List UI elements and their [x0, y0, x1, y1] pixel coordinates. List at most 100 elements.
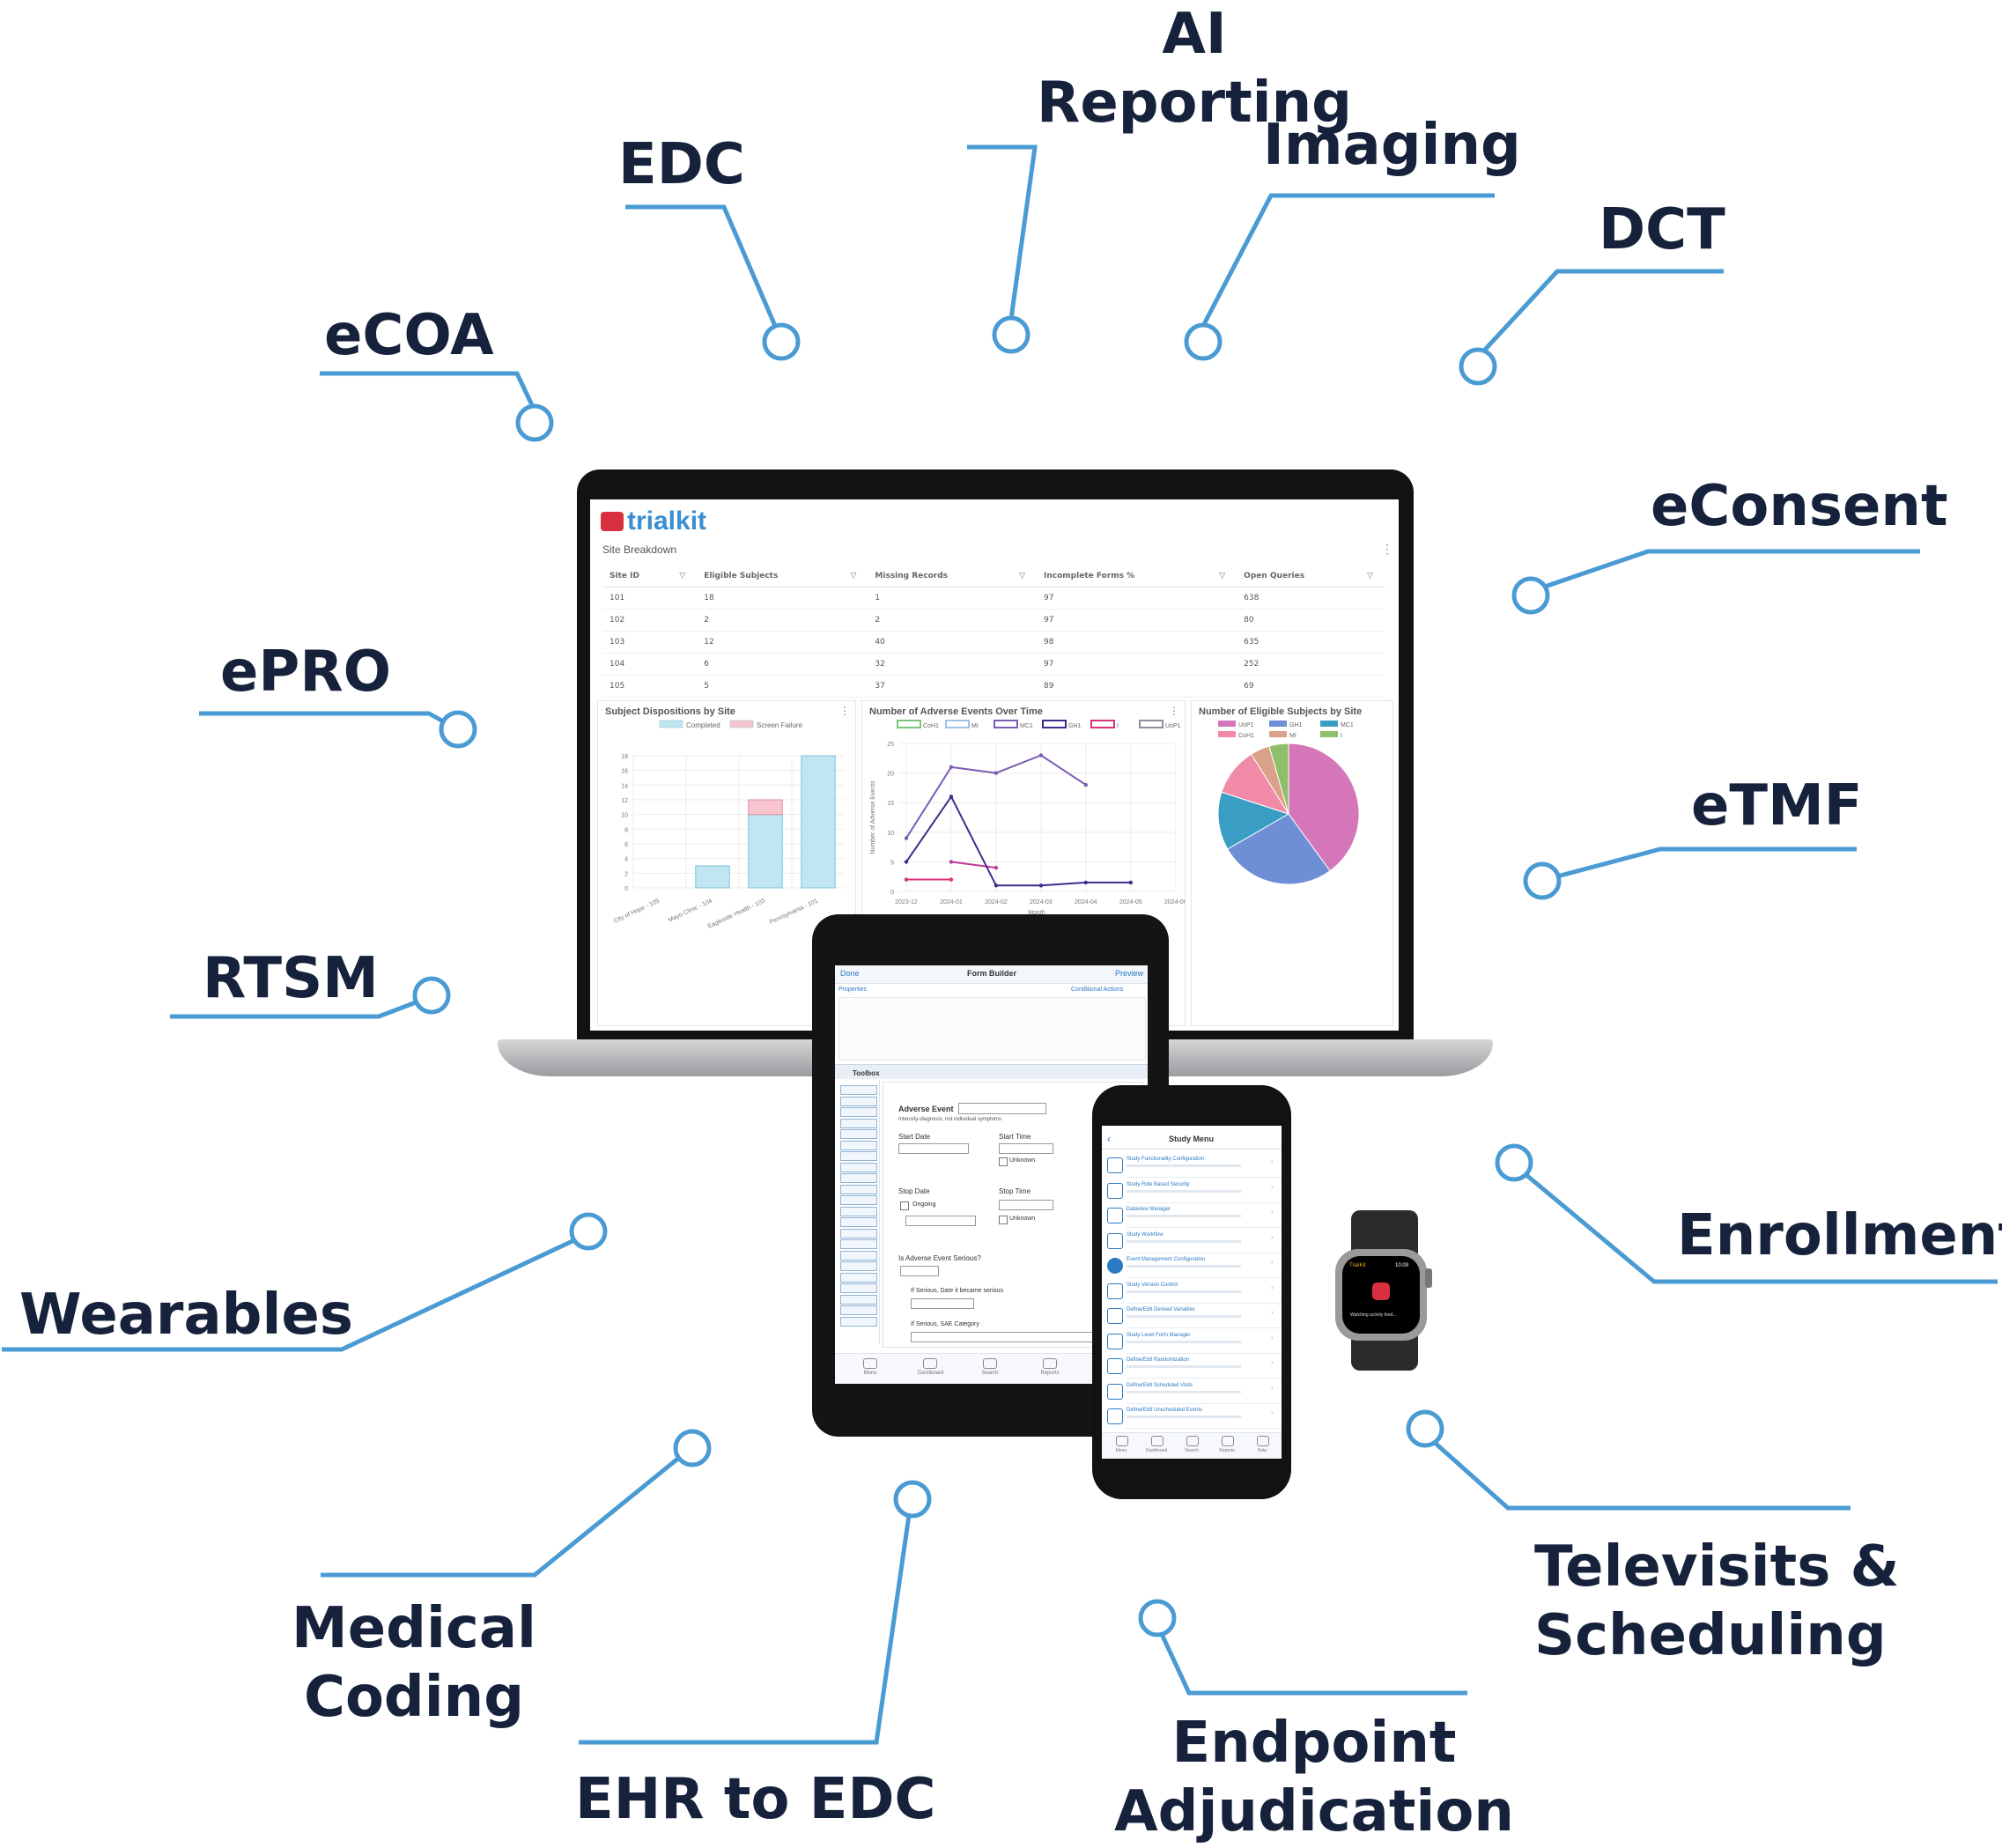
table-cell: 89: [1037, 675, 1237, 698]
chevron-right-icon[interactable]: ›: [1271, 1258, 1274, 1266]
serious-date-input[interactable]: [911, 1298, 974, 1309]
menu-item-icon: [1107, 1333, 1123, 1349]
toolbox-item[interactable]: [840, 1096, 877, 1106]
menu-item-5[interactable]: Study Version Control: [1127, 1282, 1178, 1288]
filter-icon[interactable]: ▽: [679, 572, 686, 580]
column-header[interactable]: Missing Records▽: [868, 565, 1038, 588]
stop-date-input[interactable]: [905, 1216, 976, 1226]
connector-dot-icon: [439, 710, 477, 749]
tab-dashboard[interactable]: Dashboard: [918, 1371, 944, 1376]
menu-item-0[interactable]: Study Functionality Configuration: [1127, 1157, 1205, 1162]
menu-item-4[interactable]: Event Management Configuration: [1127, 1257, 1206, 1262]
column-header[interactable]: Eligible Subjects▽: [697, 565, 868, 588]
menu-item-3[interactable]: Study Workflow: [1127, 1231, 1164, 1238]
tab-menu[interactable]: Menu: [1115, 1448, 1127, 1453]
toolbox-item[interactable]: [840, 1162, 877, 1172]
filter-icon[interactable]: ▽: [850, 572, 857, 580]
toolbox-item[interactable]: [840, 1107, 877, 1117]
toolbox-item[interactable]: [840, 1085, 877, 1095]
toolbox-item[interactable]: [840, 1206, 877, 1216]
stop-time-input[interactable]: [999, 1200, 1053, 1210]
column-header[interactable]: Open Queries▽: [1237, 565, 1385, 588]
toolbox-item[interactable]: [840, 1316, 877, 1327]
toolbox-item[interactable]: [840, 1173, 877, 1183]
toolbox-item[interactable]: [840, 1195, 877, 1205]
toolbox-item[interactable]: [840, 1140, 877, 1150]
filter-icon[interactable]: ▽: [1367, 572, 1373, 580]
toolbox-item[interactable]: [840, 1184, 877, 1194]
toolbox-item[interactable]: [840, 1118, 877, 1128]
toolbox-item[interactable]: [840, 1272, 877, 1283]
toolbox-item[interactable]: [840, 1261, 877, 1271]
menu-item-6[interactable]: Define/Edit Derived Variables: [1127, 1307, 1195, 1312]
serious-question: Is Adverse Event Serious?: [898, 1254, 981, 1262]
form-title-input[interactable]: [958, 1103, 1046, 1114]
series-point: [994, 771, 999, 775]
start-date-input[interactable]: [898, 1143, 969, 1154]
toolbox-item[interactable]: [840, 1294, 877, 1305]
chevron-right-icon[interactable]: ›: [1271, 1232, 1274, 1241]
done-button[interactable]: Done: [840, 969, 860, 978]
site-breakdown-menu-icon[interactable]: ⋮: [1381, 542, 1393, 556]
tab-menu[interactable]: Menu: [863, 1371, 877, 1376]
connector-enrollment: [1495, 1143, 1998, 1284]
tab-search[interactable]: Search: [981, 1371, 999, 1376]
tab-search[interactable]: Search: [1185, 1448, 1199, 1453]
chevron-right-icon[interactable]: ›: [1271, 1383, 1274, 1392]
chevron-right-icon[interactable]: ›: [1271, 1157, 1274, 1165]
chevron-right-icon[interactable]: ›: [1271, 1283, 1274, 1291]
toolbox-item[interactable]: [840, 1228, 877, 1238]
toolbox-item[interactable]: [840, 1151, 877, 1161]
preview-button[interactable]: Preview: [1115, 969, 1144, 978]
chart-menu-icon[interactable]: ⋮: [839, 705, 850, 717]
conditional-actions-link[interactable]: Conditional Actions: [1071, 987, 1124, 993]
column-header[interactable]: Site ID▽: [602, 565, 698, 588]
connector-line: [1544, 549, 1920, 589]
connector-endpoint-adjudication: [1138, 1599, 1467, 1696]
chevron-right-icon[interactable]: ›: [1271, 1358, 1274, 1366]
column-header[interactable]: Incomplete Forms %▽: [1037, 565, 1237, 588]
toolbox-item[interactable]: [840, 1239, 877, 1249]
chevron-right-icon[interactable]: ›: [1271, 1208, 1274, 1216]
menu-item-9[interactable]: Define/Edit Scheduled Visits: [1127, 1382, 1193, 1388]
menu-item-2[interactable]: Dataview Manager: [1127, 1207, 1171, 1212]
filter-icon[interactable]: ▽: [1219, 572, 1226, 580]
tab-reports[interactable]: Reports: [1219, 1448, 1235, 1453]
tab-dashboard[interactable]: Dashboard: [1145, 1448, 1168, 1453]
filter-icon[interactable]: ▽: [1019, 572, 1026, 580]
properties-tab[interactable]: Properties: [838, 987, 867, 993]
back-chevron-icon[interactable]: ‹: [1107, 1133, 1111, 1145]
toolbox-item[interactable]: [840, 1250, 877, 1260]
chevron-right-icon[interactable]: ›: [1271, 1333, 1274, 1342]
toolbox-item[interactable]: [840, 1217, 877, 1227]
menu-item-8[interactable]: Define/Edit Randomization: [1127, 1357, 1190, 1363]
toolbox-item[interactable]: [840, 1129, 877, 1139]
menu-item-description: [1127, 1189, 1241, 1193]
toolbox-item[interactable]: [840, 1305, 877, 1315]
menu-item-10[interactable]: Define/Edit Unscheduled Events: [1127, 1408, 1203, 1413]
watch-crown[interactable]: [1425, 1268, 1432, 1288]
serious-select[interactable]: [900, 1266, 939, 1276]
start-time-input[interactable]: [999, 1143, 1053, 1154]
tab-reports[interactable]: Reports: [1040, 1371, 1060, 1376]
ongoing-checkbox[interactable]: [900, 1201, 909, 1210]
menu-item-7[interactable]: Study Level Form Manager: [1127, 1332, 1191, 1338]
connector-ai-reporting: [967, 144, 1038, 354]
tab-help[interactable]: Help: [1257, 1448, 1267, 1453]
menu-item-1[interactable]: Study Role Based Security: [1127, 1181, 1190, 1187]
chevron-right-icon[interactable]: ›: [1271, 1182, 1274, 1191]
toolbox-item[interactable]: [840, 1283, 877, 1293]
table-cell: 635: [1237, 631, 1385, 654]
connector-dot-icon: [1459, 347, 1497, 386]
unknown-checkbox[interactable]: [999, 1216, 1008, 1224]
chevron-right-icon[interactable]: ›: [1271, 1308, 1274, 1316]
tablet-toolbar: [835, 1064, 1148, 1079]
unknown-checkbox[interactable]: [999, 1157, 1008, 1166]
chevron-right-icon[interactable]: ›: [1271, 1408, 1274, 1416]
chart-menu-icon[interactable]: ⋮: [1169, 705, 1179, 717]
